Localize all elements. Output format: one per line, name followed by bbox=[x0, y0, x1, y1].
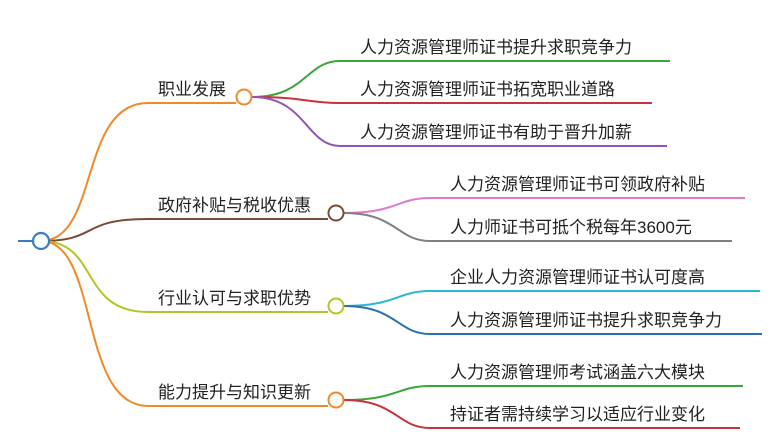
branch-node bbox=[327, 204, 345, 222]
leaf-label: 持证者需持续学习以适应行业变化 bbox=[450, 405, 705, 424]
leaf-connector bbox=[343, 290, 760, 307]
branch-connector bbox=[40, 240, 328, 407]
leaf-connector bbox=[343, 385, 743, 401]
branch-node bbox=[235, 88, 253, 106]
leaf-label: 人力资源管理师证书有助于晋升加薪 bbox=[360, 123, 632, 142]
branch-label: 行业认可与求职优势 bbox=[158, 289, 311, 308]
branch-connector bbox=[40, 218, 328, 242]
leaf-label: 企业人力资源管理师证书认可度高 bbox=[450, 268, 705, 287]
root-node bbox=[31, 231, 51, 251]
leaf-label: 人力资源管理师证书可领政府补贴 bbox=[450, 175, 705, 194]
leaf-label: 人力资源管理师证书拓宽职业道路 bbox=[360, 80, 615, 99]
branch-label: 职业发展 bbox=[158, 80, 226, 99]
branch-connector bbox=[40, 102, 236, 242]
leaf-label: 人力资源管理师证书提升求职竞争力 bbox=[360, 38, 632, 57]
branch-node bbox=[327, 297, 345, 315]
leaf-connector bbox=[251, 96, 667, 147]
leaf-connector bbox=[251, 96, 652, 104]
leaf-connector bbox=[343, 399, 740, 429]
branch-connector bbox=[40, 240, 328, 313]
leaf-label: 人力师证书可抵个税每年3600元 bbox=[450, 218, 692, 237]
leaf-connector bbox=[343, 197, 745, 214]
branch-label: 能力提升与知识更新 bbox=[158, 383, 311, 402]
leaf-connector bbox=[251, 60, 670, 98]
leaf-connector bbox=[343, 212, 732, 242]
leaf-connector bbox=[343, 305, 762, 335]
leaf-label: 人力资源管理师考试涵盖六大模块 bbox=[450, 363, 705, 382]
branch-node bbox=[327, 391, 345, 409]
branch-label: 政府补贴与税收优惠 bbox=[158, 196, 311, 215]
leaf-label: 人力资源管理师证书提升求职竞争力 bbox=[450, 311, 722, 330]
